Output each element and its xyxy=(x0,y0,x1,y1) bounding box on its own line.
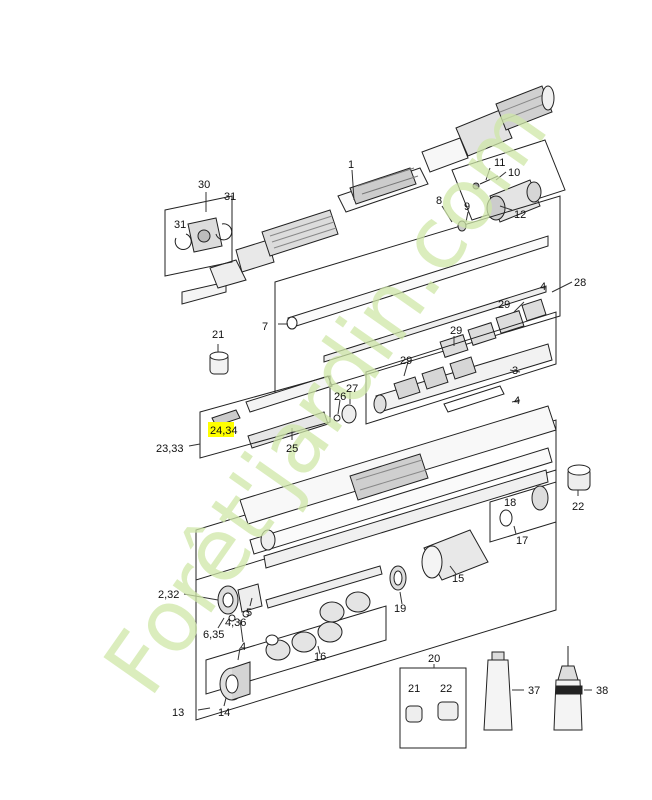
sleeve-15 xyxy=(389,529,489,591)
label-8: 8 xyxy=(436,195,442,207)
label-22-right: 22 xyxy=(572,501,584,513)
label-1: 1 xyxy=(348,159,354,171)
housing-12 xyxy=(451,139,566,223)
rod-25 xyxy=(209,351,357,449)
label-28: 28 xyxy=(574,277,586,289)
label-29-a: 29 xyxy=(498,299,510,311)
label-10: 10 xyxy=(508,167,520,179)
label-19: 19 xyxy=(394,603,406,615)
label-15: 15 xyxy=(452,573,464,585)
label-9: 9 xyxy=(464,201,470,213)
bearing-panel-3 xyxy=(365,311,557,425)
label-25: 25 xyxy=(286,443,298,455)
label-31-left: 31 xyxy=(174,219,186,231)
label-23-33: 23,33 xyxy=(156,443,184,455)
tube-panel-28 xyxy=(274,195,561,403)
label-20: 20 xyxy=(428,653,440,665)
label-16: 16 xyxy=(314,651,326,663)
label-7: 7 xyxy=(262,321,268,333)
panel-23-33 xyxy=(199,375,331,459)
label-37: 37 xyxy=(528,685,540,697)
grease-tube-37 xyxy=(483,651,513,731)
collar-14 xyxy=(219,661,251,701)
label-38: 38 xyxy=(596,685,608,697)
label-18: 18 xyxy=(504,497,516,509)
label-13: 13 xyxy=(172,707,184,719)
lower-tube-panel xyxy=(195,405,557,609)
kit-box-20 xyxy=(399,667,467,749)
fittings-2-32 xyxy=(217,583,263,622)
label-30: 30 xyxy=(198,179,210,191)
label-21-top: 21 xyxy=(212,329,224,341)
label-4-bottom: 4 xyxy=(240,641,246,653)
label-22-kit: 22 xyxy=(440,683,452,695)
label-11: 11 xyxy=(494,157,505,169)
label-21-kit: 21 xyxy=(408,683,420,695)
label-4-36: 4,36 xyxy=(225,617,246,629)
label-29-b: 29 xyxy=(450,325,462,337)
label-2-32: 2,32 xyxy=(158,589,179,601)
label-3: 3 xyxy=(512,365,518,377)
drive-shaft-assembly xyxy=(181,85,555,305)
label-26: 26 xyxy=(334,391,346,403)
bearing-row-16 xyxy=(265,591,371,661)
panel-17-18 xyxy=(489,481,557,543)
label-4-top: 4 xyxy=(540,281,546,293)
label-31-right: 31 xyxy=(224,191,236,203)
label-12: 12 xyxy=(514,209,526,221)
label-4-mid: 4 xyxy=(514,395,520,407)
label-29-c: 29 xyxy=(400,355,412,367)
label-17: 17 xyxy=(516,535,528,547)
bushing-22 xyxy=(567,464,591,491)
label-14: 14 xyxy=(218,707,230,719)
highlight-24-34 xyxy=(208,422,234,437)
label-27: 27 xyxy=(346,383,358,395)
oil-bottle-38 xyxy=(553,646,583,731)
clamp-assembly-30 xyxy=(164,195,233,277)
part-labels: 1 3 4 4 4 4,36 5 6,35 7 8 9 10 11 12 13 … xyxy=(156,157,608,719)
label-24-34: 24,34 xyxy=(210,425,238,437)
leader-lines xyxy=(183,167,592,711)
label-5: 5 xyxy=(246,607,252,619)
label-6-35: 6,35 xyxy=(203,629,224,641)
